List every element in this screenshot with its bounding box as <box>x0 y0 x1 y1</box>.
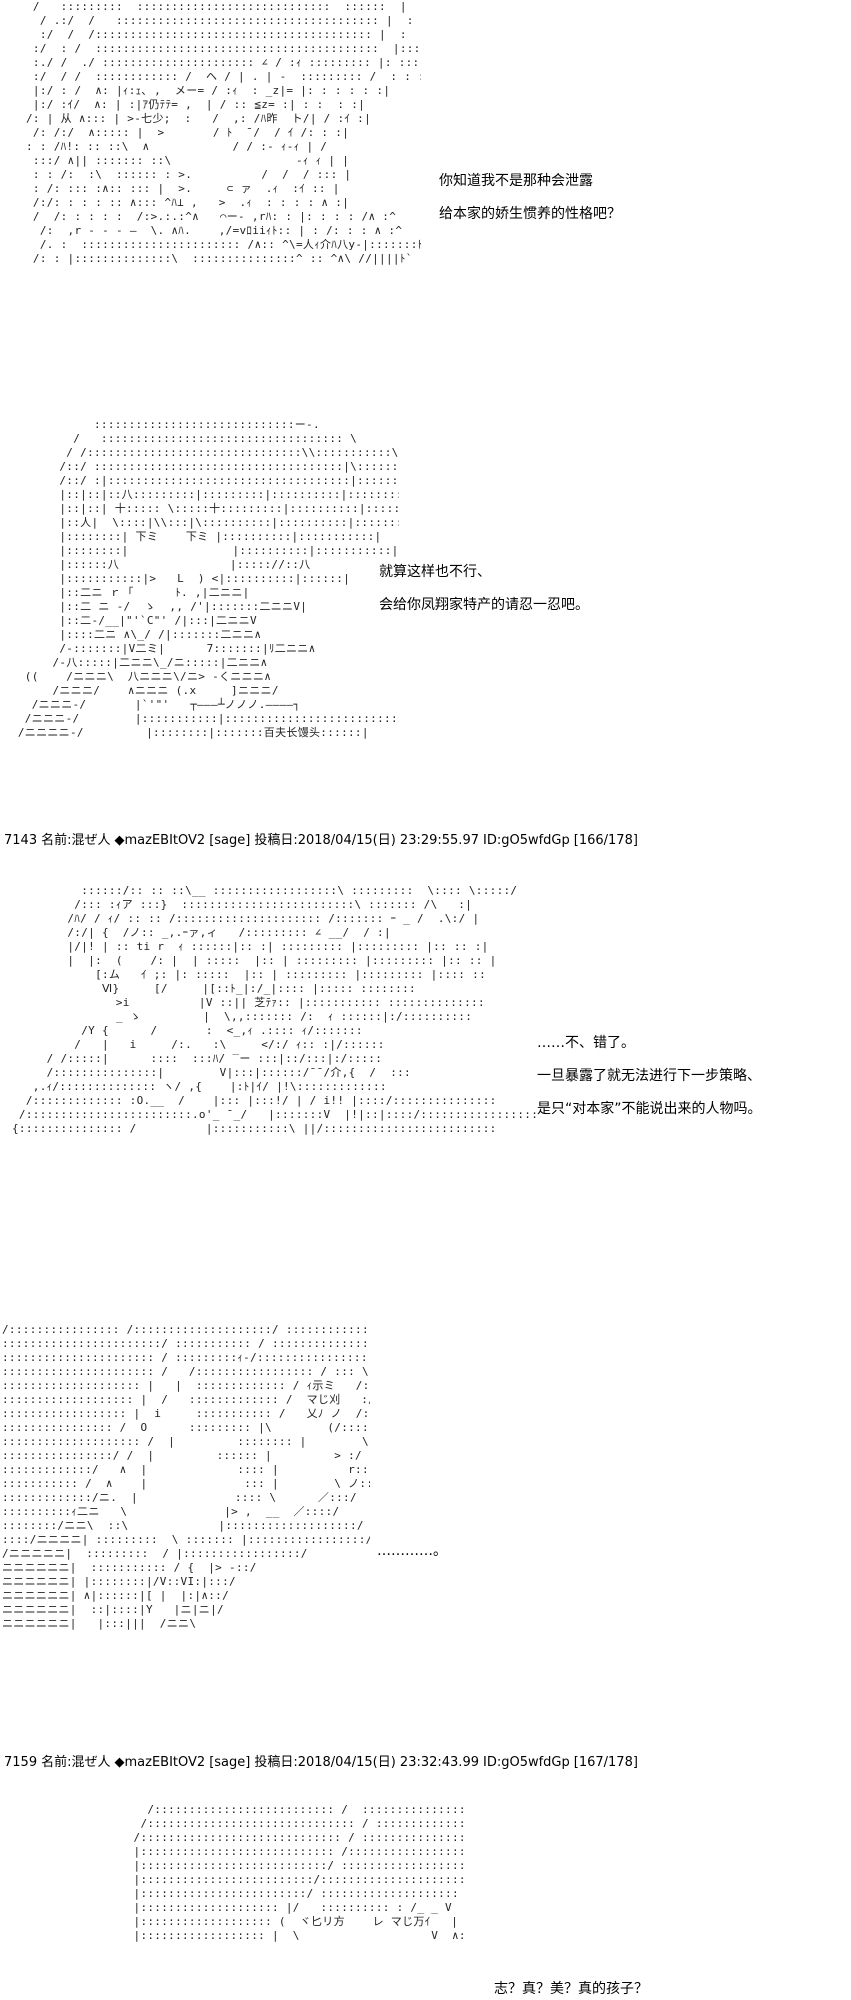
dialog-2: 就算这样也不行、 会给你凤翔家特产的请忍一忍吧。 <box>379 556 589 622</box>
panel-1: / ::::::::: ::::::::::::::::::::::::::::… <box>0 0 851 330</box>
dialog-line: 就算这样也不行、 <box>379 564 491 580</box>
dialog-3: ……不、错了。 一旦暴露了就无法进行下一步策略、 是只“对本家”不能说出来的人物… <box>537 1027 762 1126</box>
post-date: 2018/04/15(日) 23:32:43.99 <box>297 1755 479 1770</box>
ascii-art-character-4: /:::::::::::::::: /::::::::::::::::::::/… <box>2 1323 370 1630</box>
sage-tag: [sage] <box>209 1755 251 1770</box>
dialog-line: 给本家的娇生惯养的性格吧？ <box>439 206 621 222</box>
dialog-line: 是只“对本家”不能说出来的人物吗。 <box>537 1101 762 1117</box>
sage-tag: [sage] <box>209 833 251 848</box>
date-label: 投稿日: <box>254 833 298 848</box>
dialog-line: 会给你凤翔家特产的请忍一忍吧。 <box>379 597 589 613</box>
post-number: 7143 <box>4 833 38 848</box>
dialog-1: 你知道我不是那种会泄露 给本家的娇生惯养的性格吧？ <box>439 165 621 231</box>
post-id: ID:gO5wfdGp <box>482 1755 570 1770</box>
dialog-line: …………。 <box>377 1543 447 1559</box>
ascii-art-character-2: :::::::::::::::::::::::::::::ー-. / :::::… <box>17 418 399 739</box>
post-number: 7159 <box>4 1755 38 1770</box>
post-count: [166/178] <box>573 833 638 848</box>
dialog-4: …………。 <box>377 1535 447 1568</box>
dialog-line: 一旦暴露了就无法进行下一步策略、 <box>537 1068 761 1084</box>
poster-trip: ◆mazEBItOV2 <box>114 1755 206 1770</box>
ascii-art-character-3: ::::::/:: :: ::\__ ::::::::::::::::::\ :… <box>12 884 537 1135</box>
poster-name: 混ぜ人 <box>71 1755 111 1770</box>
dialog-line: ……不、错了。 <box>537 1035 635 1051</box>
name-label: 名前: <box>41 833 72 848</box>
panel-5: /:::::::::::::::::::::::::: / ::::::::::… <box>0 1803 851 2000</box>
ascii-art-character-5: /:::::::::::::::::::::::::: / ::::::::::… <box>133 1803 464 1942</box>
panel-3: ::::::/:: :: ::\__ ::::::::::::::::::\ :… <box>0 884 851 1234</box>
panel-4: /:::::::::::::::: /::::::::::::::::::::/… <box>0 1323 851 1755</box>
post-date: 2018/04/15(日) 23:29:55.97 <box>297 833 479 848</box>
dialog-line: 你知道我不是那种会泄露 <box>439 173 593 189</box>
ascii-art-character-1: / ::::::::: ::::::::::::::::::::::::::::… <box>26 0 421 265</box>
post-count: [167/178] <box>573 1755 638 1770</box>
date-label: 投稿日: <box>254 1755 298 1770</box>
dialog-5: 志？真？美？真的孩子？ <box>494 1978 648 2000</box>
poster-name: 混ぜ人 <box>71 833 111 848</box>
poster-trip: ◆mazEBItOV2 <box>114 833 206 848</box>
post-id: ID:gO5wfdGp <box>482 833 570 848</box>
name-label: 名前: <box>41 1755 72 1770</box>
panel-2: :::::::::::::::::::::::::::::ー-. / :::::… <box>0 418 851 830</box>
dialog-line: 志？真？美？真的孩子？ <box>494 1981 648 1997</box>
